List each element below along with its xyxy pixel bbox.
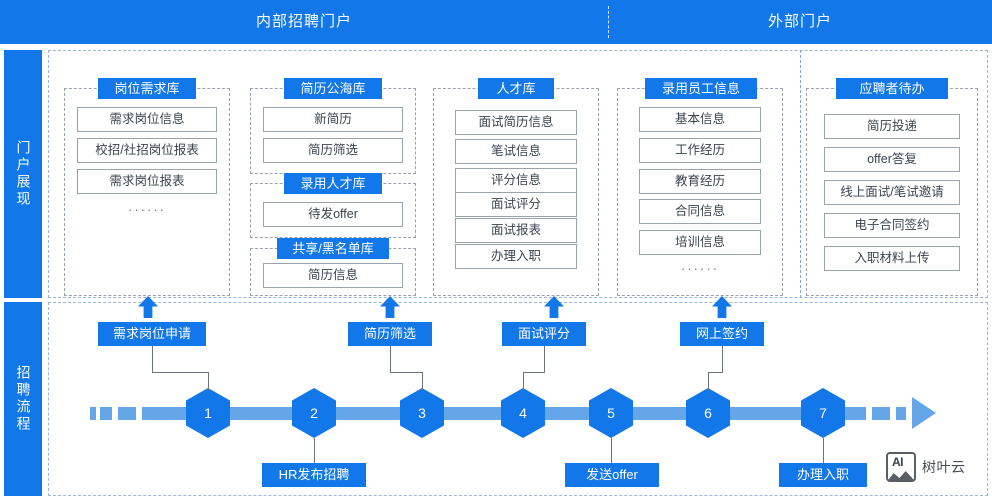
region-recruitment-flow <box>48 302 988 496</box>
connector-line <box>523 372 545 373</box>
timeline-dash-segment <box>896 407 906 420</box>
header-bar: 内部招聘门户 外部门户 <box>0 0 992 44</box>
flow-step-3[interactable]: 3 <box>400 388 444 438</box>
flow-label-interview-score[interactable]: 面试评分 <box>502 322 586 346</box>
list-item[interactable]: 基本信息 <box>639 107 761 132</box>
connector-line <box>708 372 709 390</box>
list-ellipsis: ······ <box>681 261 719 276</box>
connector-line <box>544 346 545 372</box>
list-item[interactable]: 待发offer <box>263 202 403 227</box>
connector-line <box>722 346 723 372</box>
connector-line <box>611 438 612 464</box>
mountain-shape-icon <box>888 470 914 480</box>
rail-portal-label: 门户展现 <box>15 140 32 208</box>
flow-label-job-request[interactable]: 需求岗位申请 <box>98 322 206 346</box>
header-title-internal: 内部招聘门户 <box>255 13 352 30</box>
list-item[interactable]: 简历信息 <box>263 263 403 288</box>
rail-portal-display: 门户展现 <box>4 50 42 298</box>
connector-line <box>390 372 422 373</box>
connector-line <box>152 372 208 373</box>
list-item[interactable]: 办理入职 <box>455 244 577 269</box>
list-item[interactable]: 评分信息 <box>455 168 577 193</box>
watermark: AI 树叶云 <box>886 452 966 482</box>
timeline-dash-segment <box>872 407 890 420</box>
list-item[interactable]: 简历筛选 <box>263 138 403 163</box>
list-item[interactable]: 教育经历 <box>639 169 761 194</box>
connector-line <box>523 372 524 390</box>
image-ai-icon: AI <box>886 452 916 482</box>
connector-line <box>823 438 824 464</box>
list-item[interactable]: 简历投递 <box>824 114 960 139</box>
list-item[interactable]: 线上面试/笔试邀请 <box>824 180 960 205</box>
watermark-label: 树叶云 <box>922 459 966 475</box>
region-portal-display <box>48 50 988 298</box>
list-item[interactable]: 面试简历信息 <box>455 110 577 135</box>
group-title-shared-blacklist: 共享/黑名单库 <box>277 238 389 259</box>
flow-label-online-contract[interactable]: 网上签约 <box>680 322 764 346</box>
portal-internal-external-divider <box>800 50 801 298</box>
list-item[interactable]: 电子合同签约 <box>824 213 960 238</box>
header-title-external: 外部门户 <box>767 13 832 30</box>
watermark-icon-text: AI <box>892 455 904 469</box>
group-title-hired-talent: 录用人才库 <box>284 173 382 194</box>
list-item[interactable]: 合同信息 <box>639 199 761 224</box>
list-item[interactable]: 需求岗位信息 <box>77 107 217 132</box>
rail-recruitment-flow: 招聘流程 <box>4 302 42 496</box>
connector-line <box>314 438 315 464</box>
connector-line <box>152 346 153 372</box>
group-title-job-demand: 岗位需求库 <box>98 78 196 99</box>
timeline-dash-segment <box>100 407 112 420</box>
flow-label-hr-publish[interactable]: HR发布招聘 <box>262 463 366 487</box>
list-item[interactable]: 新简历 <box>263 107 403 132</box>
list-item[interactable]: 面试评分 <box>455 192 577 217</box>
list-item[interactable]: 需求岗位报表 <box>77 169 217 194</box>
flow-step-2[interactable]: 2 <box>292 388 336 438</box>
flow-label-resume-screen[interactable]: 简历筛选 <box>348 322 432 346</box>
timeline-dash-segment <box>118 407 136 420</box>
connector-line <box>422 372 423 390</box>
flow-step-1[interactable]: 1 <box>186 388 230 438</box>
timeline-dash-segment <box>90 407 96 420</box>
timeline-arrow-head <box>912 397 936 429</box>
flow-label-send-offer[interactable]: 发送offer <box>565 463 659 487</box>
group-title-resume-pool: 简历公海库 <box>284 78 382 99</box>
list-item[interactable]: 笔试信息 <box>455 139 577 164</box>
list-item[interactable]: 面试报表 <box>455 218 577 243</box>
connector-line <box>390 346 391 372</box>
rail-flow-label: 招聘流程 <box>15 365 32 433</box>
list-item[interactable]: 校招/社招岗位报表 <box>77 138 217 163</box>
group-title-applicant-todo: 应聘者待办 <box>836 78 948 99</box>
connector-line <box>708 372 723 373</box>
group-title-talent-pool: 人才库 <box>478 78 554 99</box>
group-title-hired-employee-info: 录用员工信息 <box>645 78 757 99</box>
list-item[interactable]: offer答复 <box>824 147 960 172</box>
list-item[interactable]: 入职材料上传 <box>824 246 960 271</box>
flow-label-onboarding[interactable]: 办理入职 <box>779 463 867 487</box>
list-ellipsis: ······ <box>128 202 166 217</box>
list-item[interactable]: 工作经历 <box>639 138 761 163</box>
header-divider <box>608 6 609 38</box>
connector-line <box>208 372 209 390</box>
list-item[interactable]: 培训信息 <box>639 230 761 255</box>
